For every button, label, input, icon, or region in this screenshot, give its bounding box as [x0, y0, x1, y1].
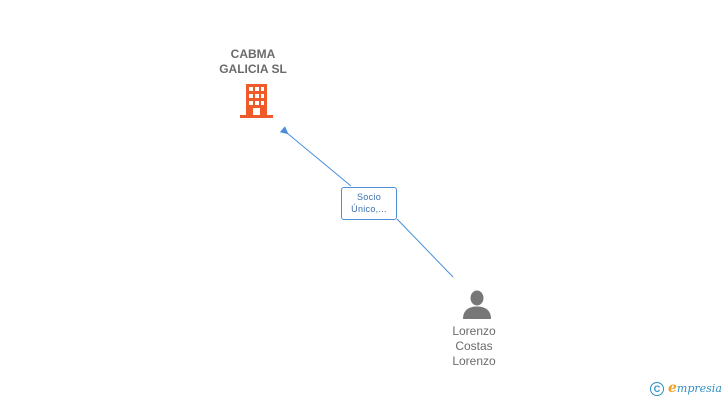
person-name-line3: Lorenzo [452, 354, 496, 368]
company-name-line1: CABMA [230, 47, 276, 61]
building-icon[interactable] [240, 84, 273, 118]
company-name-line2: GALICIA SL [219, 62, 287, 76]
person-name-line2: Costas [455, 339, 493, 353]
company-name[interactable]: CABMA GALICIA SL [203, 47, 303, 77]
person-icon[interactable] [462, 289, 492, 319]
person-name[interactable]: Lorenzo Costas Lorenzo [424, 324, 524, 369]
brand-first-letter: e [668, 380, 677, 396]
copyright-icon: C [650, 381, 664, 396]
person-name-line1: Lorenzo [452, 324, 496, 338]
relation-label-line1: Socio [356, 192, 381, 202]
relation-label-line2: Único,... [351, 204, 387, 214]
edge-line-upper [279, 126, 352, 187]
edge-line-lower [396, 218, 454, 278]
relation-label[interactable]: Socio Único,... [341, 187, 397, 220]
brand-rest: mpresia [676, 382, 722, 395]
